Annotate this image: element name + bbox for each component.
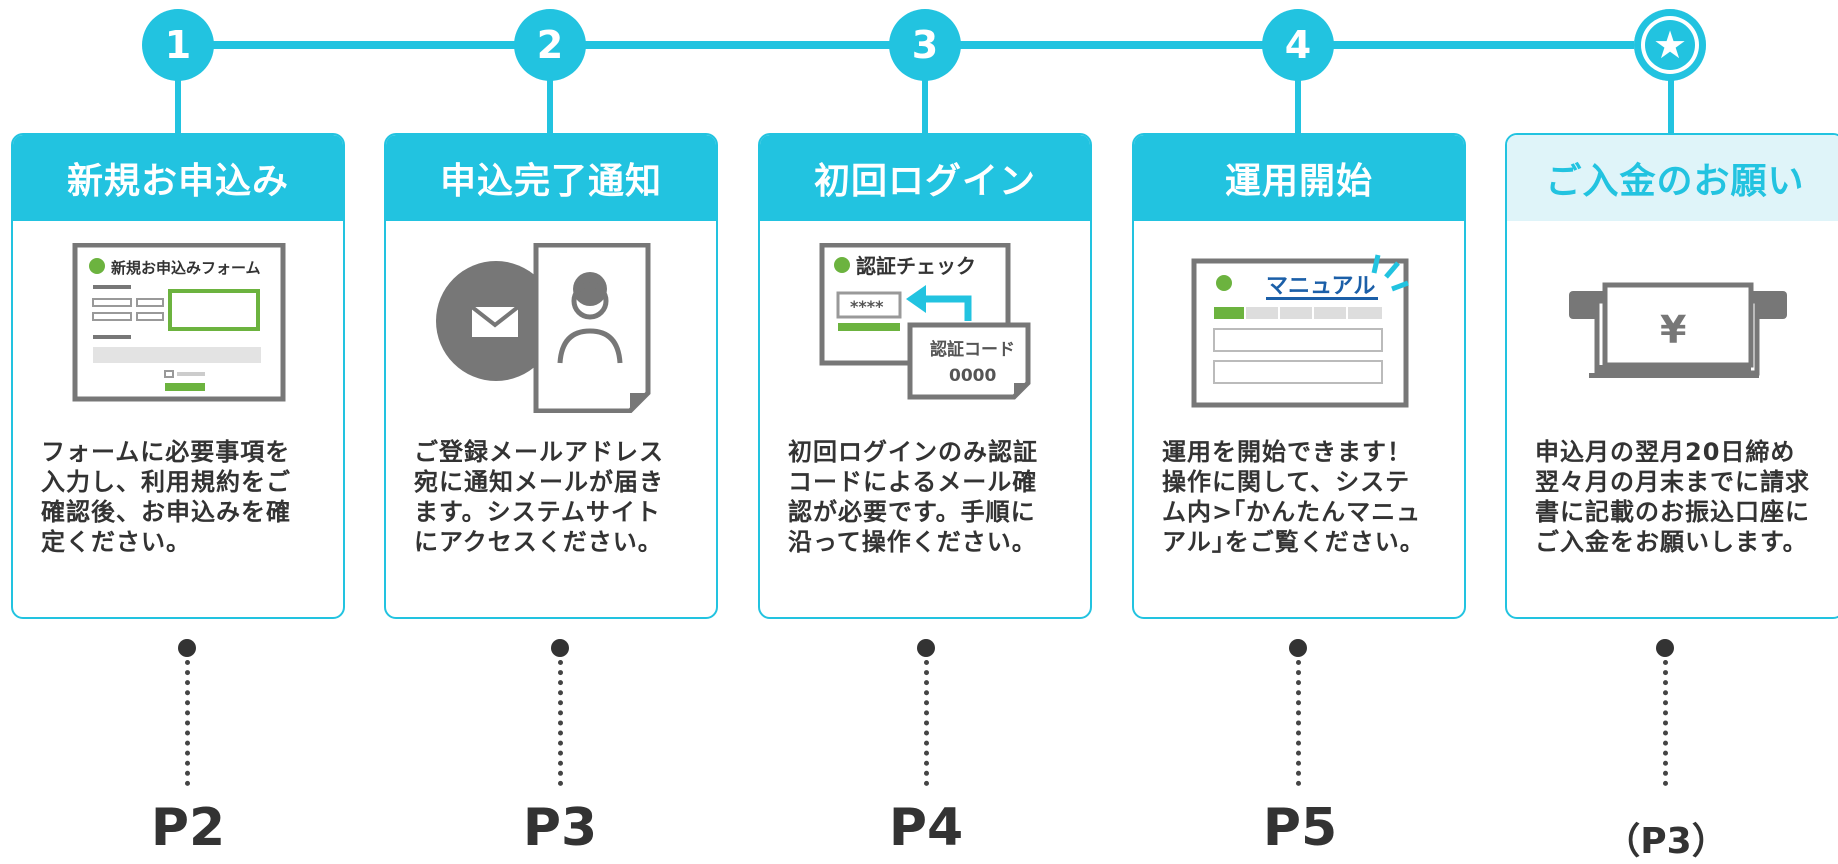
step-star-connector — [1668, 78, 1674, 136]
step-3-connector — [922, 78, 928, 136]
step-1-description: フォームに必要事項を 入力し、利用規約をご 確認後、お申込みを確 定ください。 — [41, 438, 291, 556]
masked-code: **** — [850, 297, 884, 316]
step-star-badge: ★ — [1634, 9, 1706, 81]
application-form-illustration: 新規お申込みフォーム — [72, 243, 286, 402]
step-4-dot — [1289, 639, 1307, 657]
step-star-dotted-line — [1663, 660, 1668, 786]
step-2-card: 申込完了通知 ご登録メールアドレス 宛に通知メールが届き ます。システムサイト … — [384, 133, 718, 619]
step-1-connector — [175, 78, 181, 136]
step-1-dot — [178, 639, 196, 657]
manual-title: マニュアル — [1266, 274, 1375, 299]
step-3-dot — [917, 639, 935, 657]
step-3-description: 初回ログインのみ認証 コードによるメール確 認が必要です。手順に 沿って操作くだ… — [788, 438, 1038, 556]
step-4-title: 運用開始 — [1134, 135, 1464, 221]
payment-illustration: ¥ — [1569, 282, 1787, 378]
step-3-badge: 3 — [889, 9, 961, 81]
step-2-connector — [547, 78, 553, 136]
step-1-title: 新規お申込み — [13, 135, 343, 221]
step-star-page-ref: （P3） — [1604, 821, 1728, 862]
step-4-description: 運用を開始できます！ 操作に関して、システ ム内>｢かんたんマニュ アル｣をご覧… — [1162, 438, 1425, 556]
step-star-title: ご入金のお願い — [1507, 135, 1838, 221]
step-2-title: 申込完了通知 — [386, 135, 716, 221]
step-1-badge: 1 — [142, 9, 214, 81]
manual-illustration: マニュアル — [1191, 254, 1409, 408]
mail-notification-illustration — [436, 243, 651, 413]
step-3-title: 初回ログイン — [760, 135, 1090, 221]
verification-illustration: 認証チェック **** 認証コード 0000 — [819, 243, 1031, 400]
logo-icon — [834, 257, 850, 273]
step-1-page-ref: P2 — [150, 798, 226, 858]
step-star-dot — [1656, 639, 1674, 657]
step-4-page-ref: P5 — [1262, 798, 1338, 858]
step-4-badge: 4 — [1262, 9, 1334, 81]
logo-icon — [1216, 275, 1232, 291]
user-icon — [573, 272, 607, 306]
step-1-card: 新規お申込み 新規お申込みフォーム フォームに必要事項を 入力し、利用規約をご … — [11, 133, 345, 619]
step-2-description: ご登録メールアドレス 宛に通知メールが届き ます。システムサイト にアクセスくだ… — [414, 438, 664, 556]
check-title: 認証チェック — [856, 254, 976, 278]
step-4-card: 運用開始 マニュアル 運用を開始できます！ 操作に関して、システ ム内>｢かんた… — [1132, 133, 1466, 619]
document-icon — [533, 243, 651, 413]
step-2-badge: 2 — [514, 9, 586, 81]
arrow-icon — [922, 295, 972, 321]
step-2-page-ref: P3 — [522, 798, 598, 858]
step-3-dotted-line — [924, 660, 929, 786]
step-4-dotted-line — [1296, 660, 1301, 786]
step-3-card: 初回ログイン 認証チェック **** 認証コード 0000 初回ログインのみ認証… — [758, 133, 1092, 619]
step-2-dot — [551, 639, 569, 657]
code-label: 認証コード — [930, 339, 1015, 360]
step-star-description: 申込月の翌月20日締め 翌々月の月末までに請求 書に記載のお振込口座に ご入金を… — [1535, 438, 1810, 556]
code-value: 0000 — [949, 366, 996, 386]
step-4-connector — [1295, 78, 1301, 136]
step-star-card: ご入金のお願い ¥ 申込月の翌月20日締め 翌々月の月末までに請求 書に記載のお… — [1505, 133, 1838, 619]
form-title: 新規お申込みフォーム — [111, 259, 261, 277]
step-1-dotted-line — [185, 660, 190, 786]
logo-icon — [89, 258, 105, 274]
step-2-dotted-line — [558, 660, 563, 786]
step-3-page-ref: P4 — [888, 798, 964, 858]
yen-icon: ¥ — [1660, 308, 1686, 352]
